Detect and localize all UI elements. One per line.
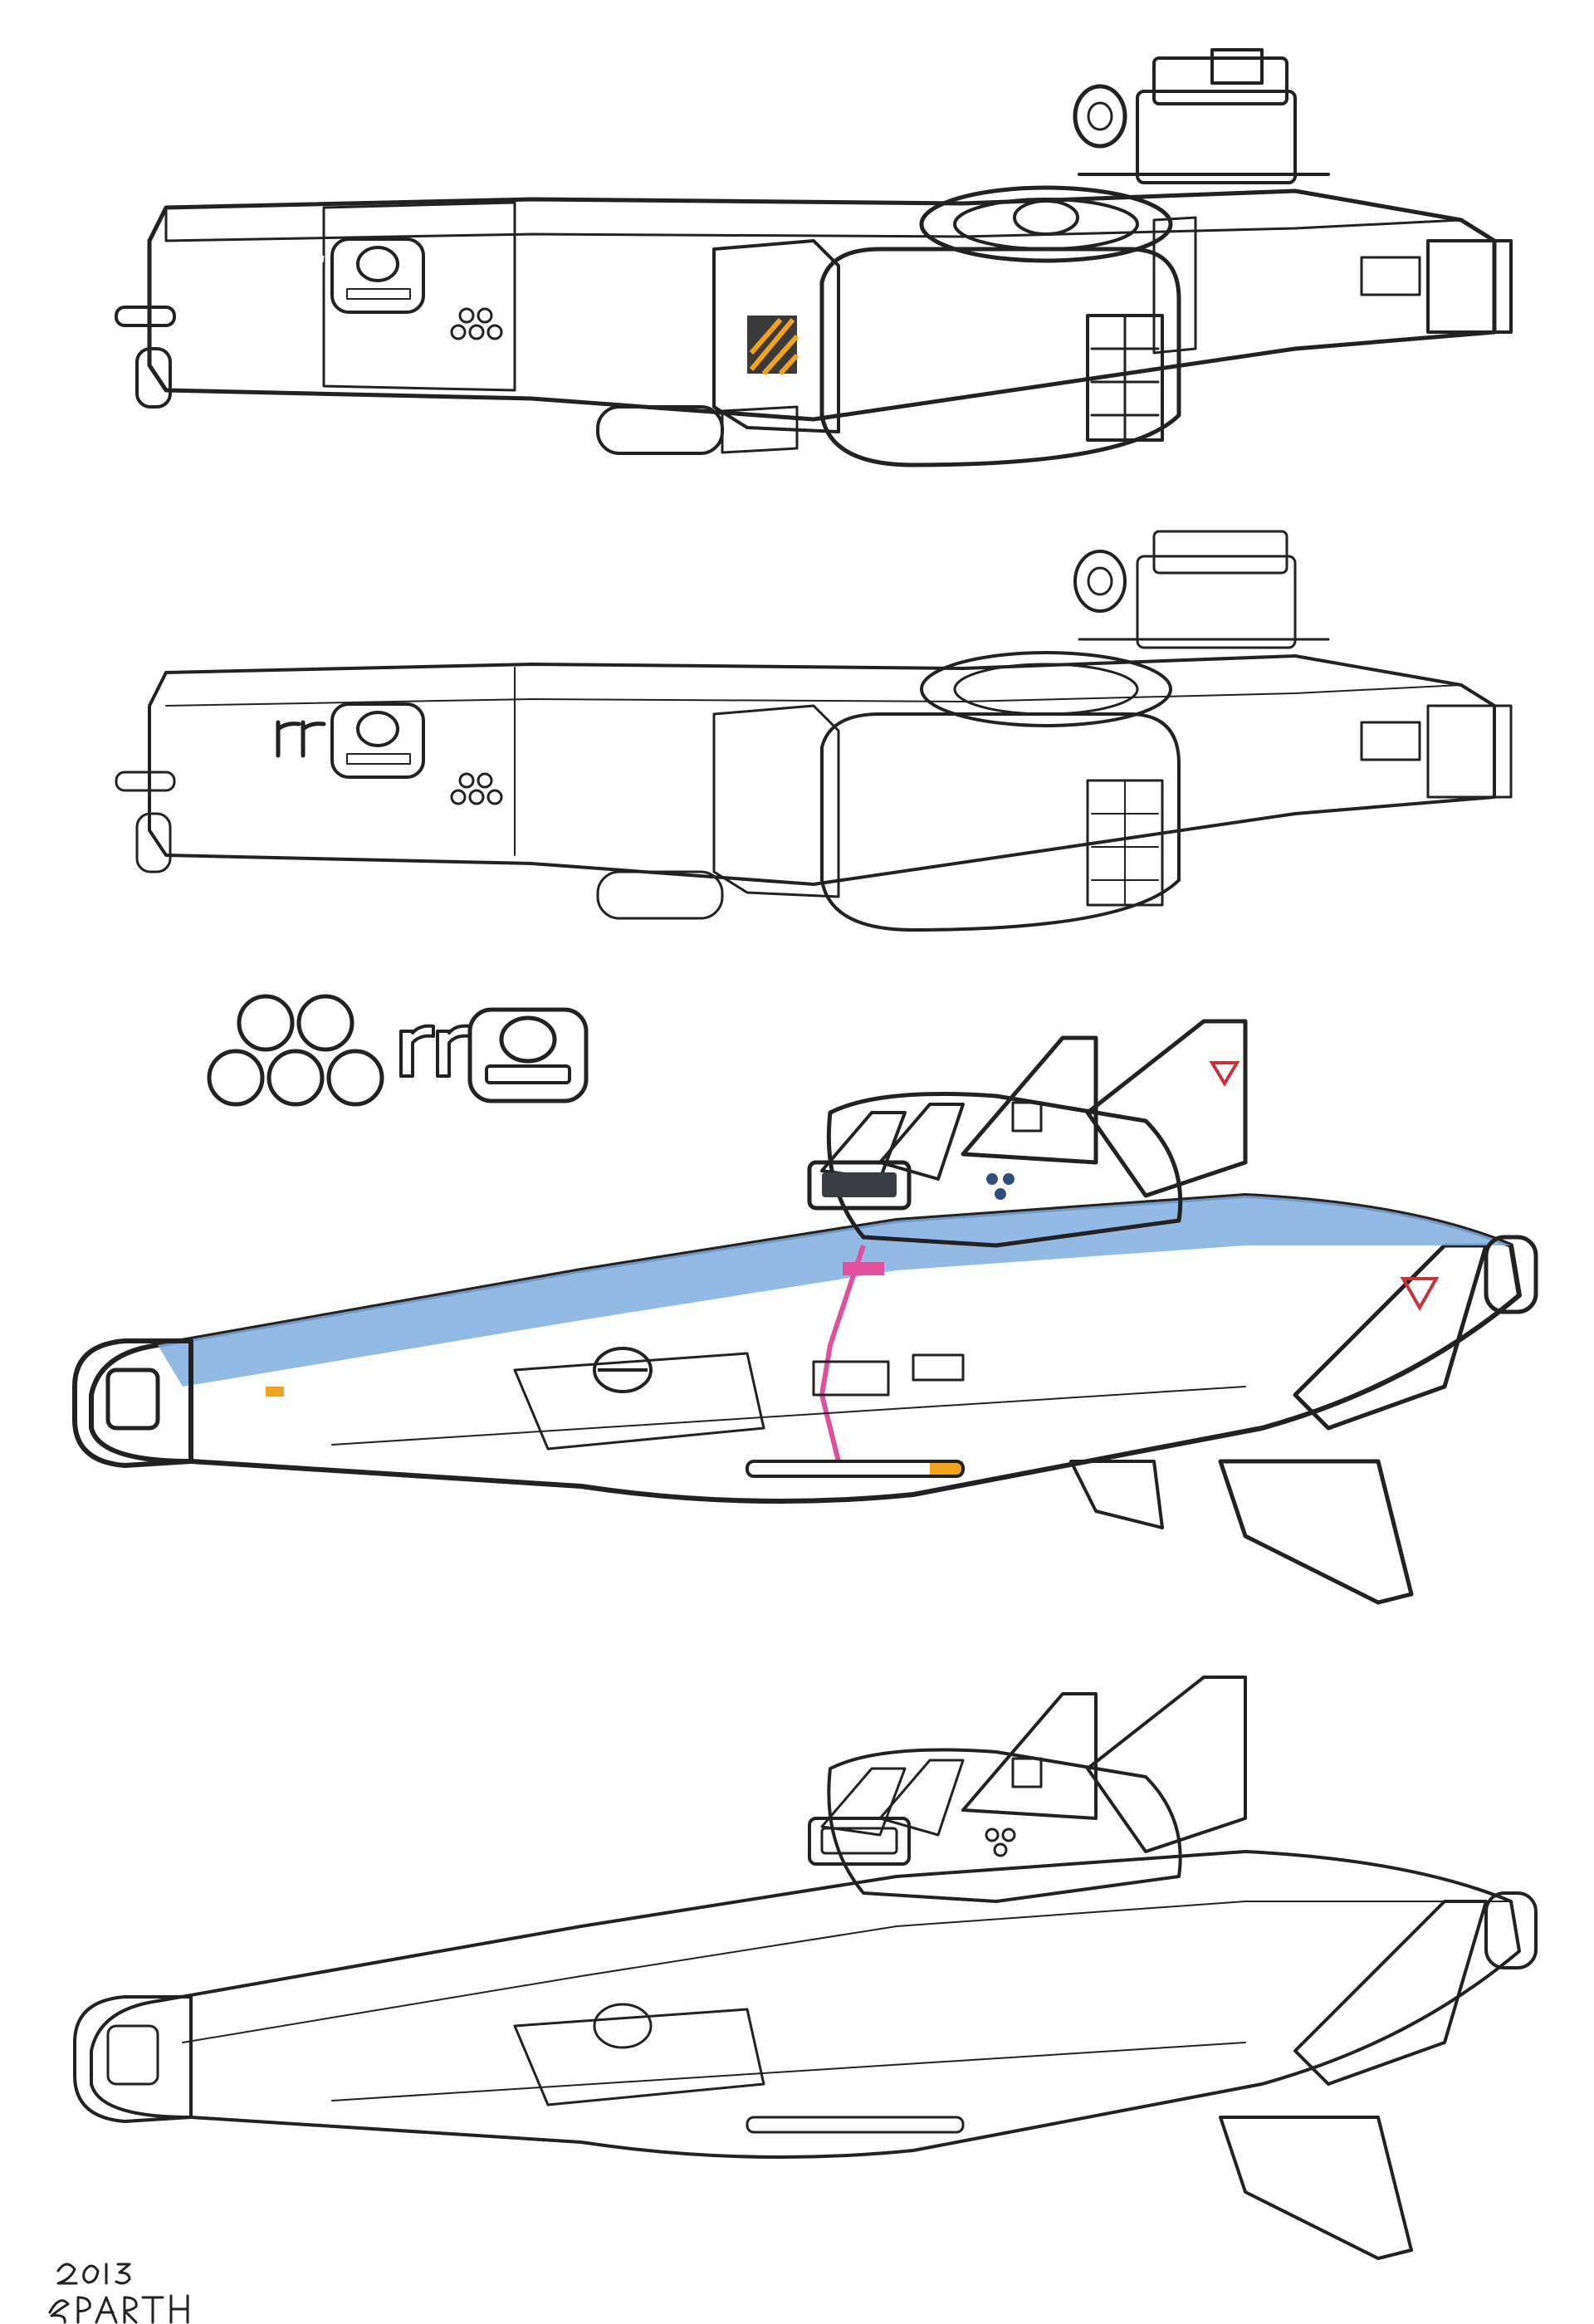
artist-signature [48,2263,189,2324]
freighter-color-dot-cluster [450,307,503,340]
fighter-lineart-panel [0,1644,1594,2324]
emblem-illustration [207,994,589,1107]
emblem-panel [0,980,1594,1129]
freighter-color-cream-panel [322,201,516,392]
freighter-color-ring-hatch [919,185,1173,263]
freighter-color-orange-block [712,239,840,433]
freighter-lineart-dot-cluster [450,772,503,805]
freighter-lineart-hull-logo [276,702,425,779]
freighter-lineart-illustration [115,530,1513,932]
fighter-color-hull [89,1193,1522,1504]
fighter-lineart-nose [73,1995,193,2123]
fighter-lineart-hull [90,1850,1521,2159]
five-circle-emblem [207,994,384,1107]
fighter-lineart-illustration [48,1676,1538,2324]
fighter-color-panel [0,996,1594,1644]
freighter-color-panel [0,0,1594,515]
freighter-color-hull-logo [275,237,425,314]
freighter-color-illustration [115,48,1513,467]
freighter-lineart-hull [115,651,1513,932]
freighter-lineart-antenna [1073,530,1330,649]
signature-year [56,2263,131,2285]
fighter-color-fins [961,1019,1489,1605]
freighter-lineart-panel [0,515,1594,980]
fighter-lineart-cockpit-module [808,1748,1182,1903]
fighter-color-pink-stripe [819,1245,866,1462]
freighter-color-antenna [1073,48,1330,184]
signature-name [48,2294,189,2324]
freighter-color-hull [115,185,1513,467]
fighter-color-illustration [72,1019,1538,1605]
fighter-color-red-hatch [593,1347,653,1393]
fighter-lineart-fins [961,1676,1488,2260]
fighter-color-nose [72,1338,193,1468]
fighter-color-cockpit-module [807,1092,1183,1248]
rr9-logo [399,1007,589,1103]
fighter-color-engine [1484,1235,1538,1314]
